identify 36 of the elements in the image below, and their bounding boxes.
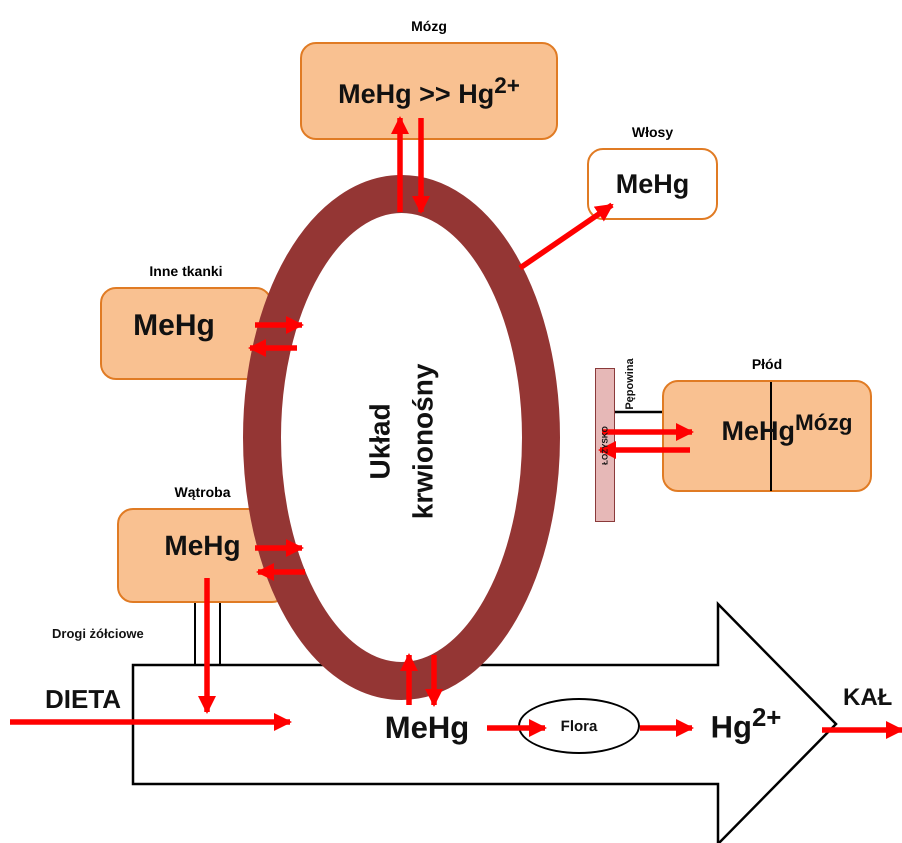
- organ-title: Włosy: [632, 124, 674, 140]
- arrow: [602, 423, 694, 441]
- cord-label: Pępowina: [624, 357, 636, 412]
- compound-label: MeHg >> Hg$^{2+}$: [338, 72, 520, 110]
- arrow: [198, 578, 216, 714]
- organ-title: Płód: [752, 356, 782, 372]
- compound-label: Hg$^{2+}$: [710, 704, 782, 746]
- placenta-bar: [595, 368, 615, 522]
- connector-line: [615, 410, 662, 414]
- arrow: [10, 713, 292, 731]
- input-label: DIETA: [45, 684, 122, 715]
- compound-label: MeHg: [164, 530, 241, 562]
- organ-title: Mózg: [411, 18, 447, 34]
- arrow: [640, 719, 694, 737]
- arrow: [822, 721, 902, 739]
- arrow: [598, 441, 690, 459]
- flora-label: Flora: [560, 718, 598, 734]
- arrow: [412, 118, 430, 214]
- placenta-label: ŁOŻYSKO: [600, 425, 610, 467]
- system-label: Układ krwionośny: [363, 362, 440, 521]
- arrow: [255, 316, 304, 334]
- duct-label: Drogi żółciowe: [52, 626, 144, 641]
- organ-title: Wątroba: [174, 484, 230, 500]
- arrow: [425, 655, 443, 707]
- arrow: [400, 653, 418, 705]
- arrow: [518, 202, 614, 270]
- arrow: [391, 116, 409, 212]
- compound-label: MeHg: [133, 308, 215, 342]
- compound-label: MeHg: [384, 710, 470, 746]
- arrow: [255, 539, 304, 557]
- organ-title: Inne tkanki: [149, 263, 223, 279]
- arrow: [248, 339, 297, 357]
- arrow: [256, 563, 305, 581]
- arrow: [487, 719, 547, 737]
- output-label: KAŁ: [843, 684, 892, 712]
- compound-label: MeHg: [616, 168, 690, 200]
